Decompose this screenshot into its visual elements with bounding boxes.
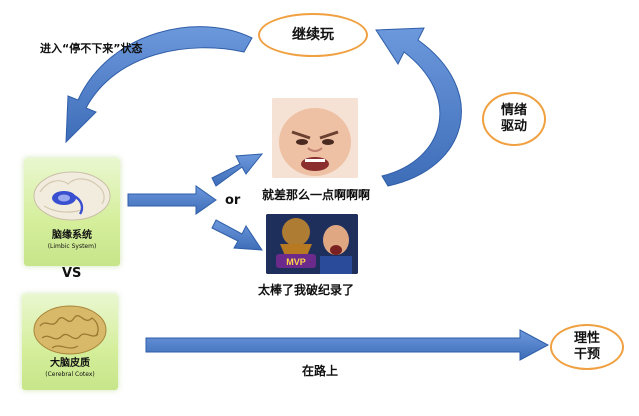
curve-arrow-to-top — [375, 27, 462, 187]
reason-intervene-oval: 理性 干预 — [550, 324, 624, 370]
reason-intervene-line1: 理性 — [573, 331, 600, 346]
mvp-celebration-photo: MVP — [266, 214, 358, 274]
emotion-drive-oval: 情绪 驱动 — [482, 92, 546, 146]
arrow-to-near-miss — [211, 153, 264, 187]
limbic-name: 脑缘系统 — [52, 230, 92, 241]
arrow-to-record — [211, 219, 263, 251]
arrow-limbic-to-or — [127, 185, 217, 215]
mvp-badge-text: MVP — [286, 257, 306, 267]
mvp-scene-image: MVP — [266, 214, 358, 274]
limbic-brain-image — [33, 171, 111, 221]
curve-arrow-to-limbic — [65, 26, 253, 144]
continue-play-label: 继续玩 — [292, 27, 334, 43]
arrow-cortex-to-reason — [145, 329, 550, 361]
record-caption: 太棒了我破纪录了 — [258, 283, 355, 297]
reason-intervene-line2: 干预 — [573, 347, 600, 362]
or-text: or — [225, 193, 241, 208]
vs-text: VS — [62, 266, 82, 281]
on-road-caption: 在路上 — [302, 364, 339, 378]
angry-baby-photo — [272, 98, 358, 178]
cerebral-cortex-card: 大脑皮质 (Cerebral Cotex) — [22, 294, 118, 390]
cortex-latin: (Cerebral Cotex) — [45, 371, 95, 378]
baby-face-image — [272, 98, 358, 178]
cortex-name: 大脑皮质 — [50, 358, 90, 369]
enter-state-text: 进入“停不下来”状态 — [40, 42, 143, 55]
cortex-brain-image — [33, 305, 107, 355]
limbic-latin: (Limbic System) — [47, 243, 97, 250]
near-miss-caption: 就差那么一点啊啊啊 — [262, 188, 371, 202]
emotion-drive-line2: 驱动 — [500, 119, 527, 134]
emotion-drive-line1: 情绪 — [500, 103, 527, 118]
continue-play-oval: 继续玩 — [258, 13, 368, 57]
limbic-system-card: 脑缘系统 (Limbic System) — [24, 158, 120, 266]
